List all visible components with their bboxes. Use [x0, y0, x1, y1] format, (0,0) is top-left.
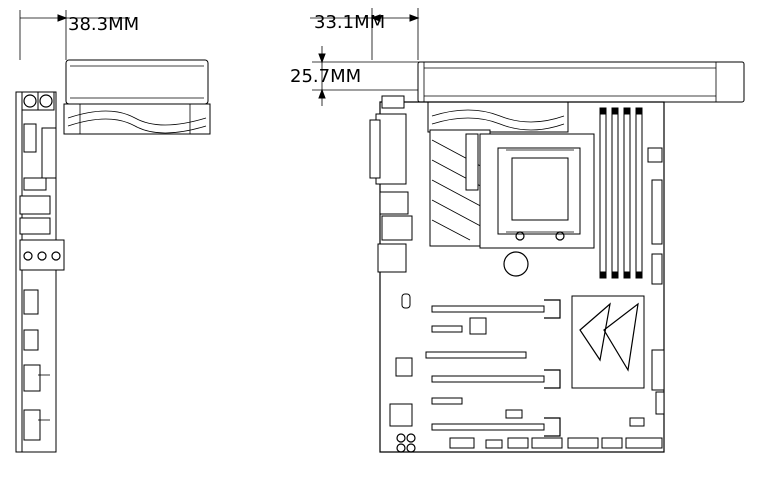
cmos-battery	[503, 251, 529, 277]
top-offset-label: 33.1MM	[314, 12, 385, 33]
top-view: 33.1MM 25.7MM	[290, 8, 745, 453]
onboard-chips	[389, 293, 665, 453]
io-panel	[369, 95, 413, 273]
atx-power-connector	[647, 147, 663, 285]
side-width-dimension: 38.3MM	[19, 10, 139, 60]
side-view: 38.3MM	[15, 10, 211, 453]
chipset-heatsink	[571, 295, 645, 389]
side-board-edge	[15, 91, 65, 453]
top-offset-dimension: 33.1MM	[310, 8, 420, 60]
side-width-label: 38.3MM	[68, 14, 139, 35]
cpu-socket	[479, 133, 595, 249]
side-cooler	[63, 59, 211, 135]
bottom-headers	[449, 409, 663, 449]
cooler-height-label: 25.7MM	[290, 66, 361, 87]
top-cooler	[417, 61, 745, 133]
cooler-height-dimension: 25.7MM	[290, 46, 420, 106]
pcie-slots	[425, 299, 561, 437]
board-outline	[379, 101, 665, 453]
memory-slots	[599, 107, 643, 279]
